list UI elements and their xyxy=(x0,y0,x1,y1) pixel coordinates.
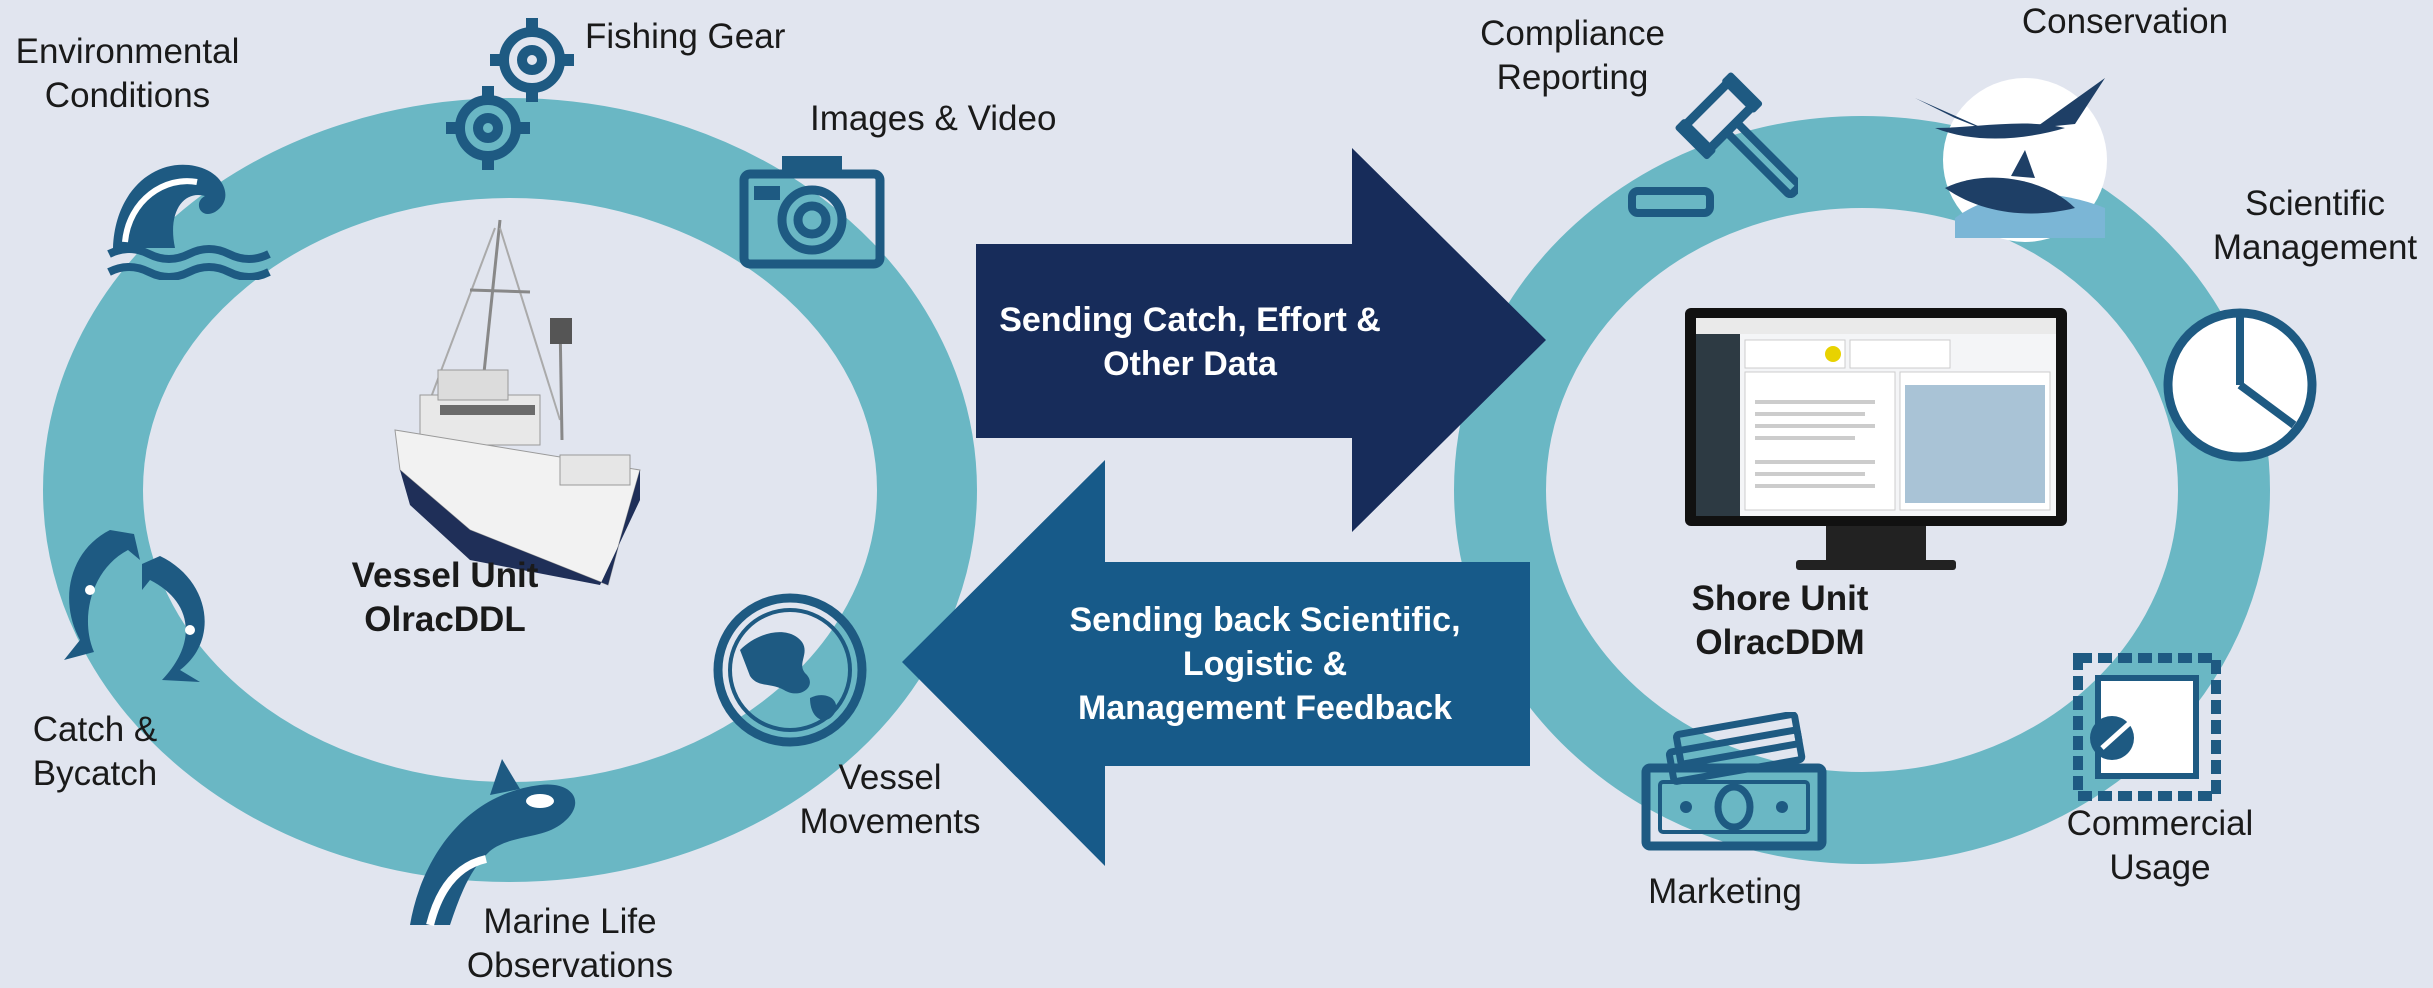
wave-icon xyxy=(107,164,271,280)
label-conservation: Conservation xyxy=(2021,2,2229,41)
stamp-icon xyxy=(2073,653,2221,801)
monitor-illustration xyxy=(1685,308,2067,570)
feedback-arrow xyxy=(902,460,1530,866)
send-arrow-text: Sending Catch, Effort &Other Data xyxy=(999,301,1381,383)
label-fishing-gear: Fishing Gear xyxy=(585,17,786,56)
ship-illustration xyxy=(394,219,641,586)
camera-icon xyxy=(739,156,885,269)
shore-ring xyxy=(1454,116,2270,864)
send-arrow xyxy=(976,148,1546,532)
gear-icon xyxy=(446,18,574,170)
dolphins-icon xyxy=(64,530,205,682)
feedback-arrow-text: Sending back Scientific,Logistic &Manage… xyxy=(1069,601,1461,727)
gavel-icon xyxy=(1628,72,1798,217)
money-icon xyxy=(1641,712,1827,851)
globe-icon xyxy=(713,593,867,747)
label-marketing: Marketing xyxy=(1648,872,1802,911)
wildlife-icon xyxy=(1915,78,2107,242)
label-images-video: Images & Video xyxy=(810,99,1057,138)
pie-chart-icon xyxy=(2163,308,2317,462)
label-catch-bycatch: Catch &Bycatch xyxy=(32,710,158,793)
orca-icon xyxy=(410,759,576,926)
